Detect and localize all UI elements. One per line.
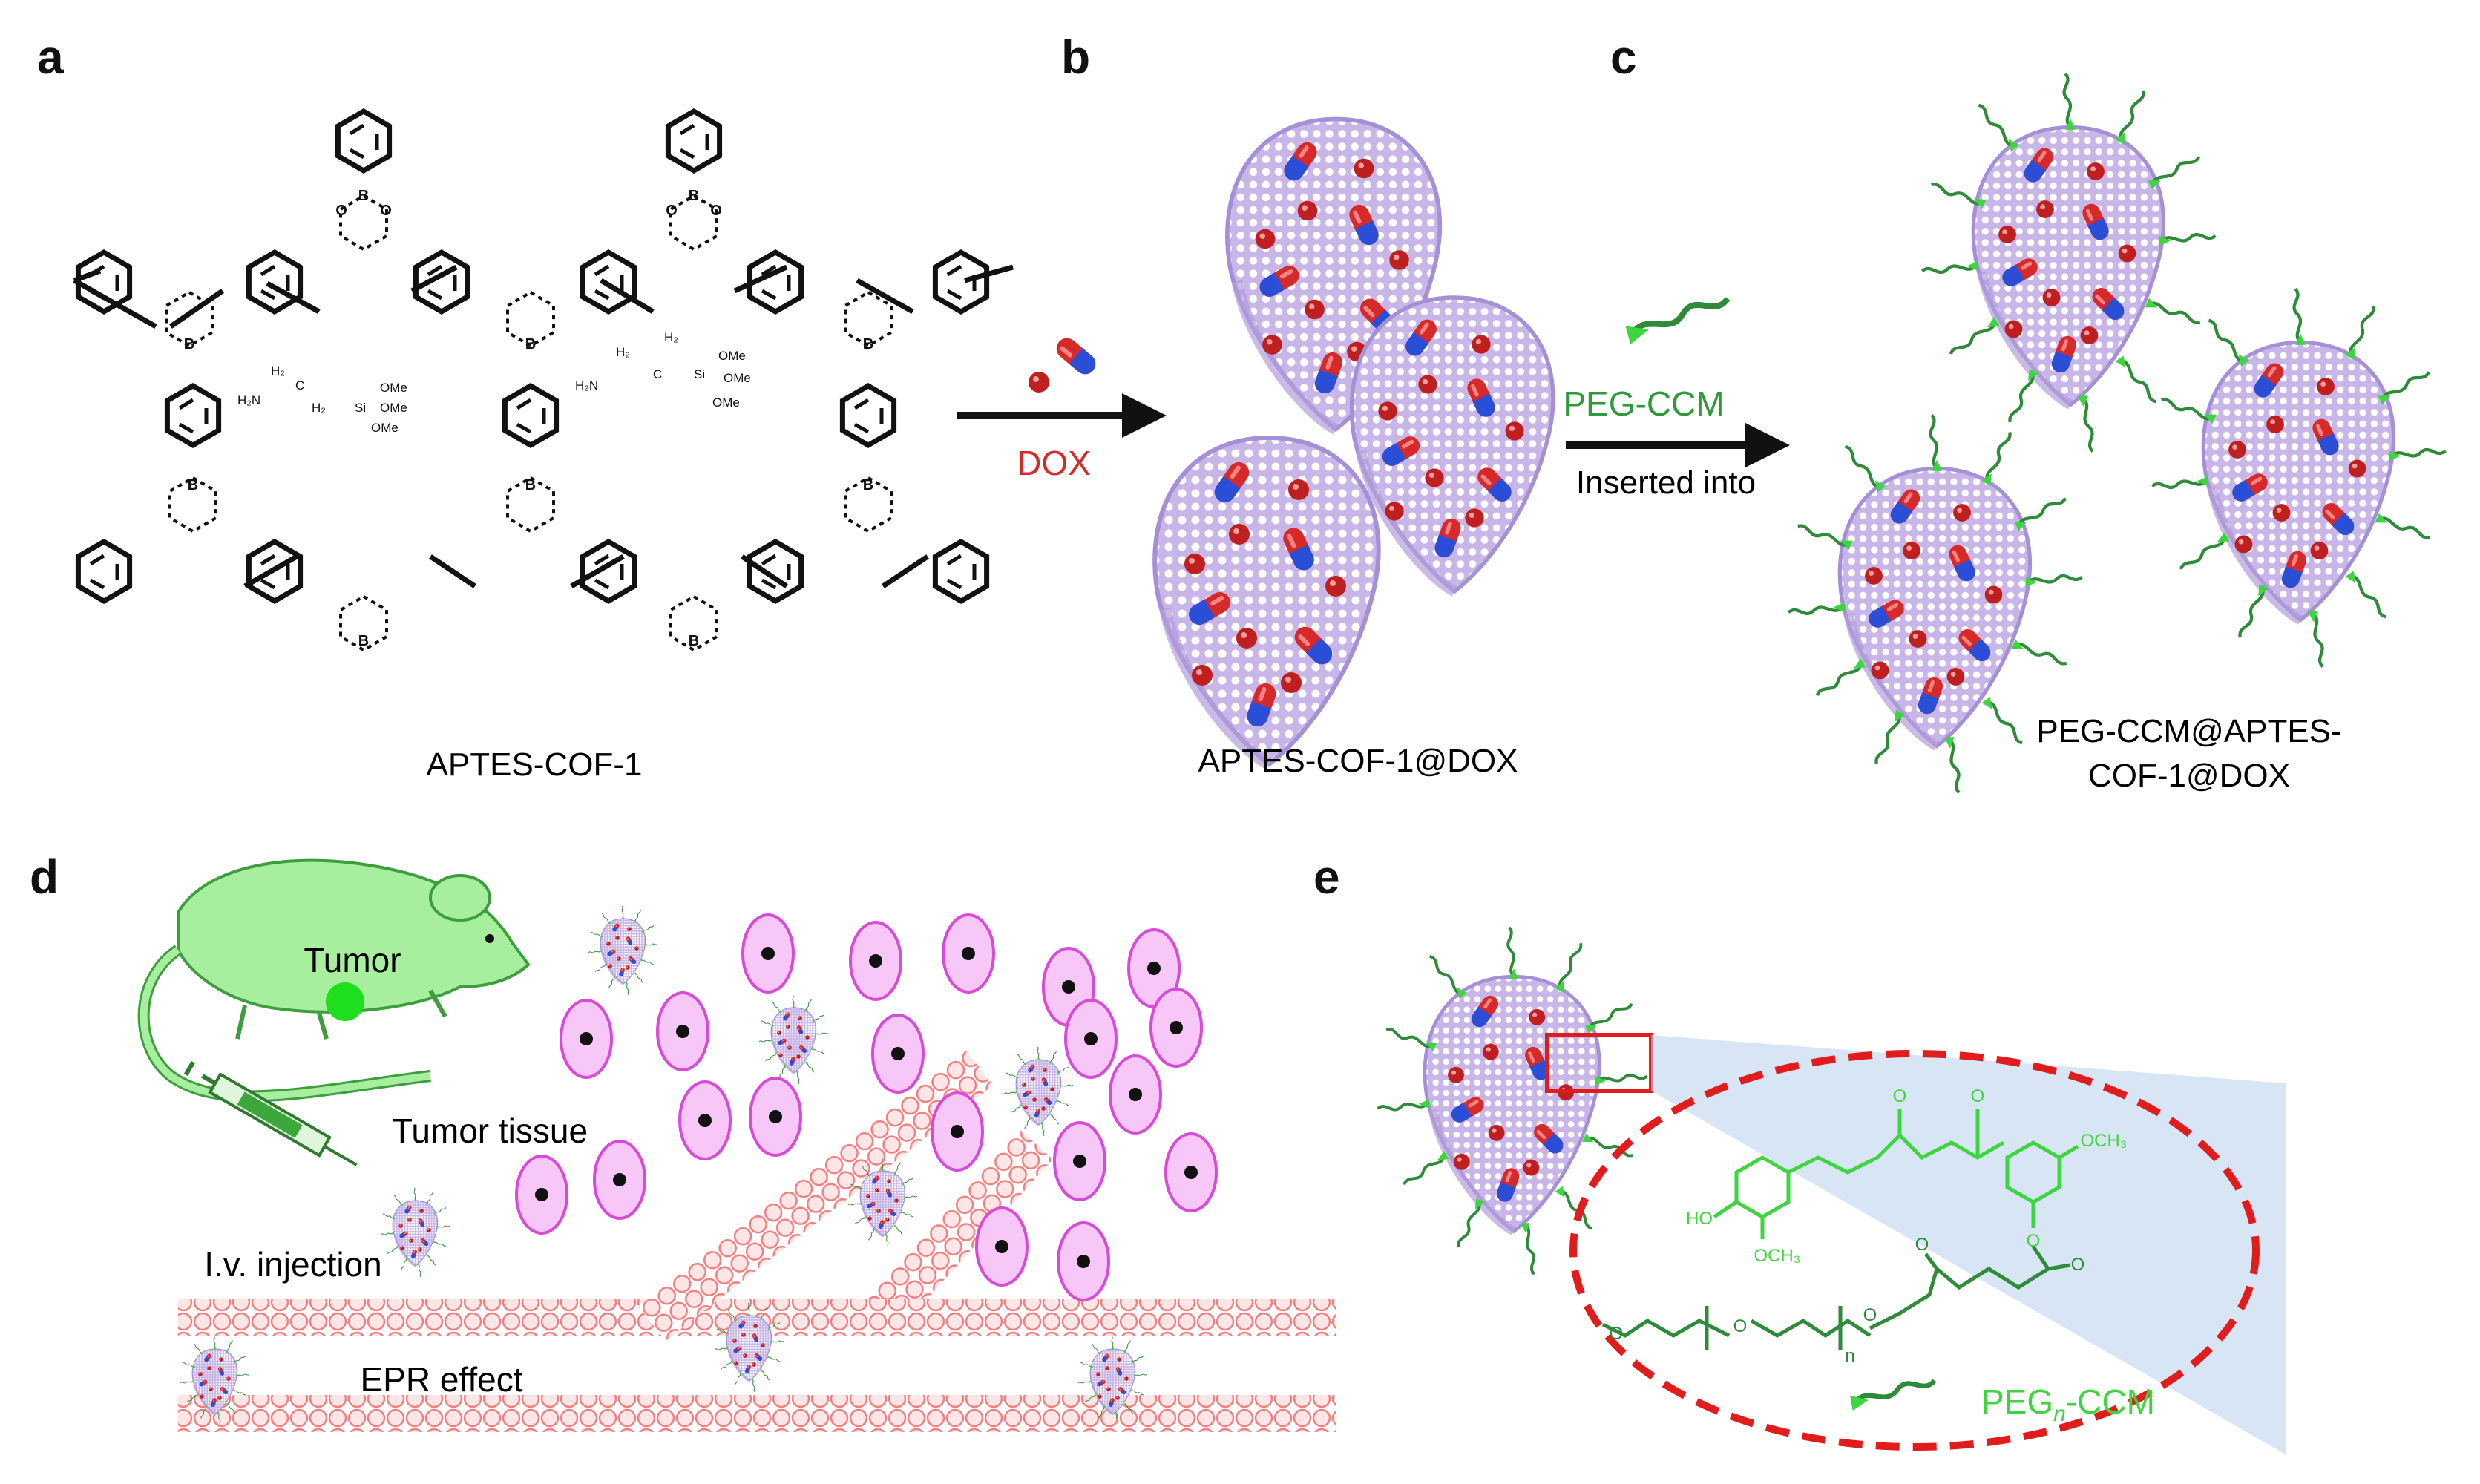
svg-text:H₂: H₂ bbox=[312, 401, 326, 415]
svg-text:H₂: H₂ bbox=[664, 330, 678, 344]
svg-text:OMe: OMe bbox=[380, 381, 407, 395]
panel-letter-b: b bbox=[1061, 30, 1091, 84]
atom-b: B bbox=[525, 477, 536, 493]
panel-letter-a: a bbox=[37, 30, 64, 84]
svg-text:OMe: OMe bbox=[718, 349, 746, 363]
atom-b: B bbox=[689, 188, 699, 204]
atom-o: O bbox=[1733, 1316, 1748, 1336]
peg-chain-structure bbox=[1601, 1245, 2071, 1350]
zoom-projection bbox=[1651, 1035, 2286, 1454]
label-ho: HO bbox=[1686, 1209, 1713, 1229]
caption-aptes-cof-1: APTES-COF-1 bbox=[427, 746, 643, 783]
label-och3-top: OCH₃ bbox=[2080, 1131, 2127, 1151]
label-inserted-into: Inserted into bbox=[1576, 464, 1756, 501]
svg-text:C: C bbox=[653, 367, 662, 381]
panel-letter-d: d bbox=[30, 850, 59, 904]
dox-loaded-particles bbox=[1155, 119, 1553, 764]
atom-b: B bbox=[188, 477, 198, 493]
curcumin-structure bbox=[1713, 1109, 2079, 1239]
panel-letter-e: e bbox=[1313, 850, 1340, 904]
atom-b: B bbox=[358, 188, 369, 204]
svg-text:OMe: OMe bbox=[712, 395, 740, 410]
peg-ccm-decorated-particles bbox=[1788, 73, 2445, 793]
label-pegn-ccm: PEGn-CCM bbox=[1981, 1382, 2155, 1426]
caption-peg-ccm-line2: COF-1@DOX bbox=[2088, 758, 2290, 794]
label-tumor: Tumor bbox=[304, 941, 401, 979]
svg-text:OMe: OMe bbox=[724, 371, 751, 385]
atom-o: O bbox=[666, 203, 678, 219]
svg-text:H₂: H₂ bbox=[616, 345, 630, 359]
label-iv-injection: I.v. injection bbox=[204, 1245, 381, 1284]
svg-text:H₂N: H₂N bbox=[237, 393, 260, 407]
svg-text:H₂N: H₂N bbox=[575, 378, 598, 393]
atom-b: B bbox=[863, 477, 873, 493]
atom-o: O bbox=[1915, 1235, 1929, 1255]
atom-o: O bbox=[335, 203, 347, 219]
label-och3-bottom: OCH₃ bbox=[1754, 1246, 1800, 1266]
atom-b: B bbox=[863, 336, 873, 352]
arrow-dox-loading: DOX bbox=[957, 333, 1167, 482]
repeat-n: n bbox=[1845, 1346, 1854, 1366]
atom-o: O bbox=[710, 203, 722, 219]
atom-b: B bbox=[689, 633, 699, 649]
label-tumor-tissue: Tumor tissue bbox=[392, 1112, 588, 1150]
atom-o: O bbox=[1610, 1324, 1624, 1344]
label-dox: DOX bbox=[1017, 444, 1091, 482]
svg-text:OMe: OMe bbox=[380, 401, 407, 415]
svg-text:H₂: H₂ bbox=[271, 364, 285, 378]
caption-peg-ccm-line1: PEG-CCM@APTES- bbox=[2036, 713, 2341, 749]
atom-o: O bbox=[1863, 1305, 1877, 1325]
atom-o: O bbox=[2027, 1231, 2041, 1251]
single-decorated-particle bbox=[1378, 928, 1653, 1275]
atom-o: O bbox=[380, 203, 392, 219]
atom-b: B bbox=[525, 336, 536, 352]
atom-o: O bbox=[1893, 1086, 1907, 1106]
peg-ccm-legend: PEGn-CCM bbox=[1850, 1379, 2155, 1426]
atom-o: O bbox=[2071, 1255, 2085, 1275]
svg-text:C: C bbox=[295, 378, 304, 393]
atom-b: B bbox=[184, 336, 194, 352]
svg-text:Si: Si bbox=[355, 401, 366, 415]
zoom-ellipse bbox=[1569, 1050, 2260, 1451]
panel-letter-c: c bbox=[1610, 30, 1637, 84]
aptes-molecule-left: H₂N H₂ C H₂ Si OMe OMe OMe bbox=[237, 364, 407, 435]
atom-o: O bbox=[1971, 1086, 1985, 1106]
caption-aptes-cof-1-dox: APTES-COF-1@DOX bbox=[1198, 743, 1518, 779]
arrow-peg-insertion: PEG-CCM Inserted into bbox=[1563, 296, 1790, 501]
atom-b: B bbox=[358, 633, 369, 649]
label-epr-effect: EPR effect bbox=[360, 1360, 522, 1399]
label-peg-ccm: PEG-CCM bbox=[1563, 384, 1724, 423]
cof-lattice-structure: B O O B O O B B B B B B B B H₂N H₂ C H₂ … bbox=[73, 111, 1014, 651]
svg-text:OMe: OMe bbox=[371, 421, 398, 435]
mouse-illustration bbox=[137, 858, 531, 1166]
svg-text:Si: Si bbox=[694, 367, 705, 381]
aptes-molecule-right: H₂N H₂ C H₂ Si OMe OMe OMe bbox=[575, 330, 751, 410]
